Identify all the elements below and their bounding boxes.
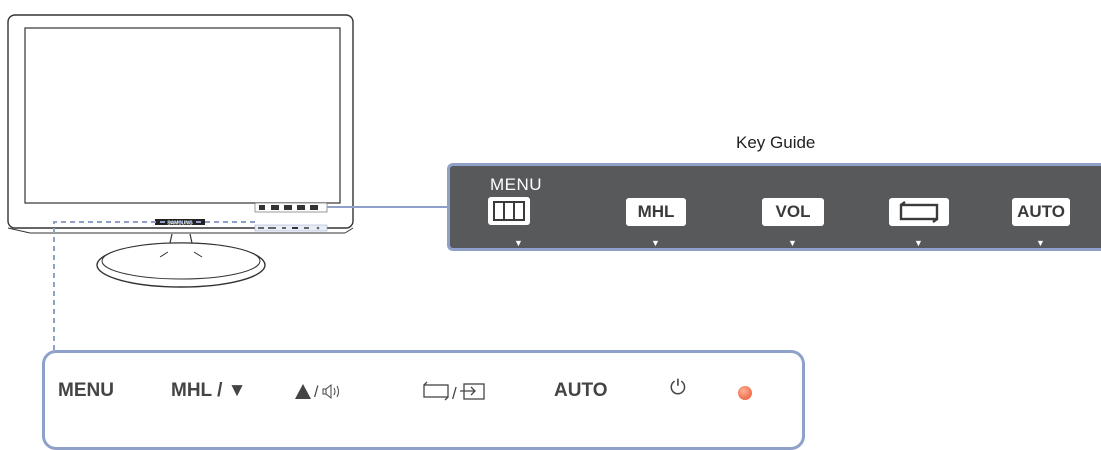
vol-arrow-icon: ▼ [788,238,797,248]
monitor-button-icons [254,202,328,213]
source-enter-icon: / [423,381,485,403]
control-panel-connector [53,221,255,350]
panel-auto-label: AUTO [554,380,608,401]
menu-icon [488,197,530,225]
key-guide-mhl-key: MHL [626,198,686,226]
key-guide-vol-key: VOL [762,198,824,226]
source-arrow-icon: ▼ [914,238,923,248]
key-guide-title: Key Guide [736,133,816,152]
panel-menu-label: MENU [58,380,114,401]
monitor-screen [24,27,341,204]
mhl-arrow-icon: ▼ [651,238,660,248]
power-led [738,386,752,400]
svg-text:/: / [452,384,457,403]
key-guide-menu-label: MENU [490,175,543,194]
menu-arrow-icon: ▼ [514,238,523,248]
panel-mhl-label: MHL / ▼ [171,380,247,401]
monitor-bottom-strip [254,224,328,232]
source-icon [889,198,949,226]
monitor-diagram: SAMSUNG [7,14,447,350]
key-guide-auto-key: AUTO [1012,198,1070,226]
monitor-brand-logo: SAMSUNG [167,221,193,227]
up-volume-icon: / [295,383,339,401]
power-icon: ⏻ [670,377,686,399]
svg-text:/: / [314,384,319,401]
auto-arrow-icon: ▼ [1036,238,1045,248]
